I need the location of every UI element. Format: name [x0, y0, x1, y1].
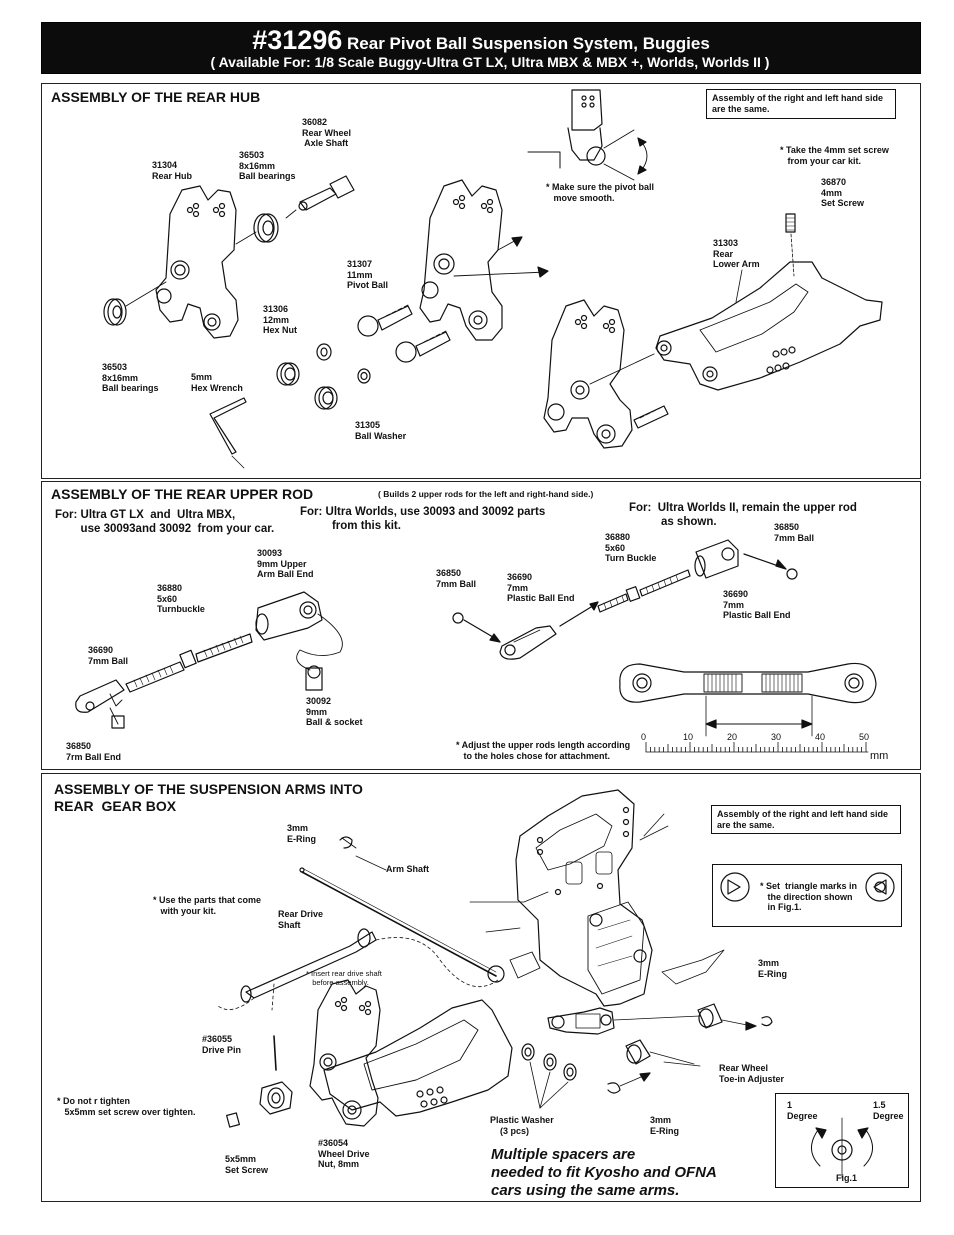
label-degree-15: 1.5 Degree	[873, 1100, 904, 1121]
availability-line: ( Available For: 1/8 Scale Buggy-Ultra G…	[210, 54, 770, 70]
label-arm-shaft: Arm Shaft	[386, 864, 430, 874]
wheel-drive-nut	[260, 1082, 292, 1114]
label-toe-in: Rear Wheel Toe-in Adjuster	[719, 1063, 784, 1084]
label-ball-socket: 30092 9mm Ball & socket	[306, 696, 363, 727]
label-degree-1: 1 Degree	[787, 1100, 818, 1121]
label-lower-arm: 31303 Rear Lower Arm	[713, 238, 760, 269]
gear-box	[470, 790, 724, 1006]
fig1-box	[775, 1093, 909, 1188]
rear-hub-middle	[420, 180, 502, 340]
rear-lower-arm	[656, 262, 882, 390]
label-use-parts: * Use the parts that come with your kit.	[153, 895, 262, 916]
for-worlds2-note: For: Ultra Worlds II, remain the upper r…	[629, 502, 857, 528]
label-ball-7mm-right: 36850 7mm Ball	[774, 522, 815, 543]
label-set-screw: 36870 4mm Set Screw	[821, 177, 865, 208]
label-plastic-end-right: 36690 7mm Plastic Ball End	[723, 589, 791, 620]
drive-shaft	[218, 929, 498, 1010]
ruler-tick-40: 40	[815, 732, 826, 742]
upper-rod-panel	[41, 481, 921, 770]
rear-hub-title: ASSEMBLY OF THE REAR HUB	[51, 89, 261, 105]
ruler-unit: mm	[870, 750, 889, 762]
gearbox-panel	[41, 773, 921, 1202]
label-do-not-tighten: * Do not r tighten 5x5mm set screw over …	[57, 1096, 196, 1117]
adjust-note: * Adjust the upper rods length according…	[456, 740, 631, 761]
upper-rod-title: ASSEMBLY OF THE REAR UPPER ROD	[51, 486, 314, 502]
label-bearings-top: 36503 8x16mm Ball bearings	[239, 150, 296, 181]
left-rod	[76, 592, 343, 728]
label-e-ring-bottom: 3mm E-Ring	[650, 1115, 679, 1136]
ruler-tick-50: 50	[859, 732, 870, 742]
label-turnbuckle-left: 36880 5x60 Turnbuckle	[157, 583, 205, 614]
middle-rod	[453, 540, 797, 659]
drive-pin	[274, 1036, 276, 1070]
label-axle-shaft: 36082 Rear Wheel Axle Shaft	[302, 117, 352, 148]
toe-in-adjusters	[608, 1004, 772, 1093]
hex-wrench	[210, 398, 246, 468]
bearing-top	[254, 214, 278, 242]
set-screw-5x5	[227, 1113, 240, 1127]
spacer-note: Multiple spacers are needed to fit Kyosh…	[491, 1146, 717, 1199]
label-bearings-bottom: 36503 8x16mm Ball bearings	[102, 362, 159, 393]
ruler-tick-0: 0	[641, 732, 647, 742]
ruler-tick-30: 30	[771, 732, 782, 742]
hub-note-box: Assembly of the right and left hand side…	[706, 89, 896, 119]
gearbox-title: ASSEMBLY OF THE SUSPENSION ARMS INTO REA…	[54, 781, 363, 814]
document-title: Rear Pivot Ball Suspension System, Buggi…	[342, 34, 710, 53]
label-drive-shaft: Rear Drive Shaft	[278, 909, 324, 930]
label-plastic-end-mid: 36690 7mm Plastic Ball End	[507, 572, 575, 603]
label-rear-hub: 31304 Rear Hub	[152, 160, 193, 181]
rear-hub-right	[544, 300, 632, 448]
triangle-box	[712, 864, 902, 927]
for-gt-note: For: Ultra GT LX and Ultra MBX, use 3009…	[55, 509, 275, 535]
pivot-detail	[528, 90, 647, 180]
label-hex-nut: 31306 12mm Hex Nut	[263, 304, 298, 335]
triangle-marks	[721, 873, 894, 901]
set-screw-36870	[786, 214, 795, 276]
label-fig1: Fig.1	[836, 1173, 858, 1183]
for-worlds-note: For: Ultra Worlds, use 30093 and 30092 p…	[300, 506, 546, 532]
rear-hub-left	[156, 186, 238, 338]
assembled-rod	[620, 663, 876, 736]
pivot-balls	[358, 305, 450, 362]
hex-nuts	[277, 344, 370, 409]
axle-shaft	[299, 176, 354, 210]
label-drive-pin: #36055 Drive Pin	[202, 1034, 242, 1055]
label-turn-buckle-right: 36880 5x60 Turn Buckle	[605, 532, 657, 563]
header-banner: #31296 Rear Pivot Ball Suspension System…	[41, 22, 921, 74]
label-e-ring-top: 3mm E-Ring	[287, 823, 316, 844]
rear-hub-panel	[41, 83, 921, 479]
fig1-diagram	[811, 1118, 872, 1178]
label-set-screw-5x5: 5x5mm Set Screw	[225, 1154, 269, 1175]
label-e-ring-right: 3mm E-Ring	[758, 958, 787, 979]
label-set-screw-note: * Take the 4mm set screw from your car k…	[780, 145, 889, 166]
ruler-tick-20: 20	[727, 732, 738, 742]
lower-arm-gearbox	[324, 1000, 512, 1116]
ruler-ticks	[646, 742, 866, 752]
part-number: #31296	[252, 25, 343, 55]
gearbox-note-box: Assembly of the right and left hand side…	[711, 805, 901, 834]
header-title-line: #31296 Rear Pivot Ball Suspension System…	[42, 25, 920, 56]
label-pivot-note: * Make sure the pivot ball move smooth.	[546, 182, 655, 203]
ruler-tick-10: 10	[683, 732, 694, 742]
washers	[522, 1044, 576, 1108]
label-ball-end-7mm: 36850 7rm Ball End	[66, 741, 122, 762]
label-ball-7mm-left: 36690 7mm Ball	[88, 645, 129, 666]
label-triangle-note: * Set triangle marks in the direction sh…	[760, 881, 858, 912]
pin-mount	[548, 1008, 614, 1034]
upper-rod-subtitle: ( Builds 2 upper rods for the left and r…	[378, 489, 594, 499]
arm-shaft	[300, 837, 496, 976]
label-wheel-nut: #36054 Wheel Drive Nut, 8mm	[318, 1138, 370, 1169]
bearing-bottom	[104, 299, 126, 325]
label-ball-washer: 31305 Ball Washer	[355, 420, 407, 441]
label-plastic-washer: Plastic Washer (3 pcs)	[490, 1115, 554, 1136]
label-ball-end-upper: 30093 9mm Upper Arm Ball End	[257, 548, 314, 579]
label-pivot-ball: 31307 11mm Pivot Ball	[347, 259, 389, 290]
hub-gearbox	[310, 980, 380, 1126]
label-hex-wrench: 5mm Hex Wrench	[191, 372, 243, 393]
label-ball-7mm-mid: 36850 7mm Ball	[436, 568, 477, 589]
